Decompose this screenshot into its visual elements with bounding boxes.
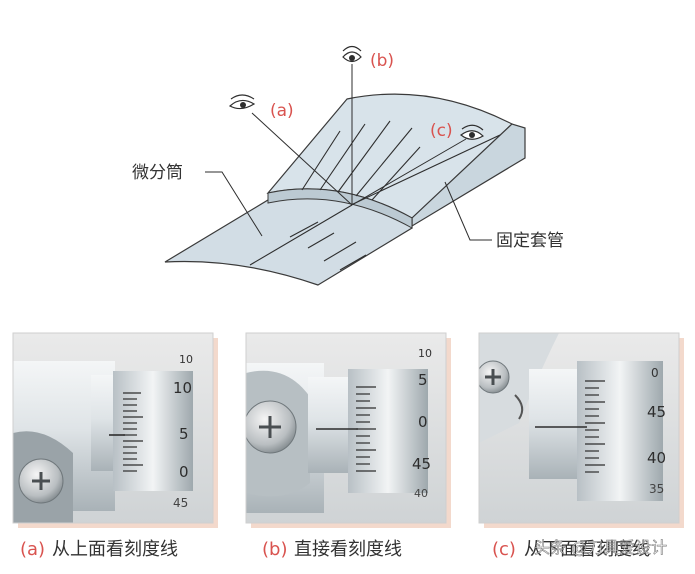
thimble-line — [339, 254, 367, 271]
photo-a: 10 10 5 0 45 (a) 从上面看刻度线 — [12, 332, 218, 560]
photo-a-letter: (a) — [20, 539, 45, 560]
photo-b-letter: (b) — [262, 539, 287, 560]
thimble-line — [323, 241, 357, 262]
eye-icon — [228, 94, 256, 110]
micrometer-diagram: (a) (b) (c) 微分筒 固定套管 — [132, 45, 564, 286]
sight-line-c — [351, 138, 467, 206]
photo-c-image: 0 45 40 35 — [479, 333, 679, 523]
scale-label: 10 — [179, 353, 193, 366]
sight-line-a — [251, 112, 353, 206]
photo-b-caption: 直接看刻度线 — [294, 539, 402, 560]
eye-icon — [460, 124, 484, 140]
view-label-a: (a) — [270, 101, 294, 121]
sight-lines — [251, 64, 467, 206]
thimble-line — [307, 232, 335, 249]
eye-icon — [342, 45, 362, 63]
view-label-c: (c) — [430, 121, 453, 141]
scale-label: 5 — [418, 371, 428, 389]
watermark: 头条 @刀具爱设计 — [534, 538, 667, 557]
thimble-leader — [205, 171, 263, 237]
photo-b-image: 10 5 0 45 40 — [246, 333, 446, 523]
sleeve-leader — [444, 181, 492, 241]
photo-c-letter: (c) — [492, 539, 516, 560]
scale-label: 45 — [412, 455, 431, 473]
thimble-label: 微分筒 — [132, 163, 183, 183]
sleeve-line — [319, 123, 366, 191]
scale-label: 0 — [179, 463, 189, 481]
photo-c: 0 45 40 35 (c) 从下面看刻度线 头条 @刀具爱设计 — [478, 332, 684, 560]
sleeve-index-line — [350, 134, 501, 206]
scale-label: 10 — [173, 379, 192, 397]
sleeve-line — [301, 130, 341, 191]
photo-a-image: 10 10 5 0 45 — [13, 333, 213, 523]
scale-label: 45 — [647, 403, 666, 421]
scale-label: 40 — [414, 487, 428, 500]
photo-c-caption: 从下面看刻度线 — [524, 539, 650, 560]
scale-label: 10 — [418, 347, 432, 360]
scale-label: 45 — [173, 496, 188, 510]
scale-label: 40 — [647, 449, 666, 467]
sleeve-line — [337, 120, 391, 193]
scale-label: 5 — [179, 425, 189, 443]
scale-label: 0 — [418, 413, 428, 431]
thimble-rim — [267, 188, 413, 229]
photo-a-caption: 从上面看刻度线 — [52, 539, 178, 560]
sleeve-label: 固定套管 — [496, 231, 564, 251]
photo-b: 10 5 0 45 40 (b) 直接看刻度线 — [245, 332, 451, 560]
scale-label: 0 — [651, 366, 659, 380]
view-label-b: (b) — [370, 51, 394, 71]
thimble-graduations — [249, 204, 367, 271]
sleeve-line — [355, 127, 413, 197]
sleeve-graduations — [301, 120, 501, 206]
thimble-divider — [249, 204, 353, 266]
scale-label: 35 — [649, 482, 664, 496]
thimble-line — [289, 221, 319, 238]
